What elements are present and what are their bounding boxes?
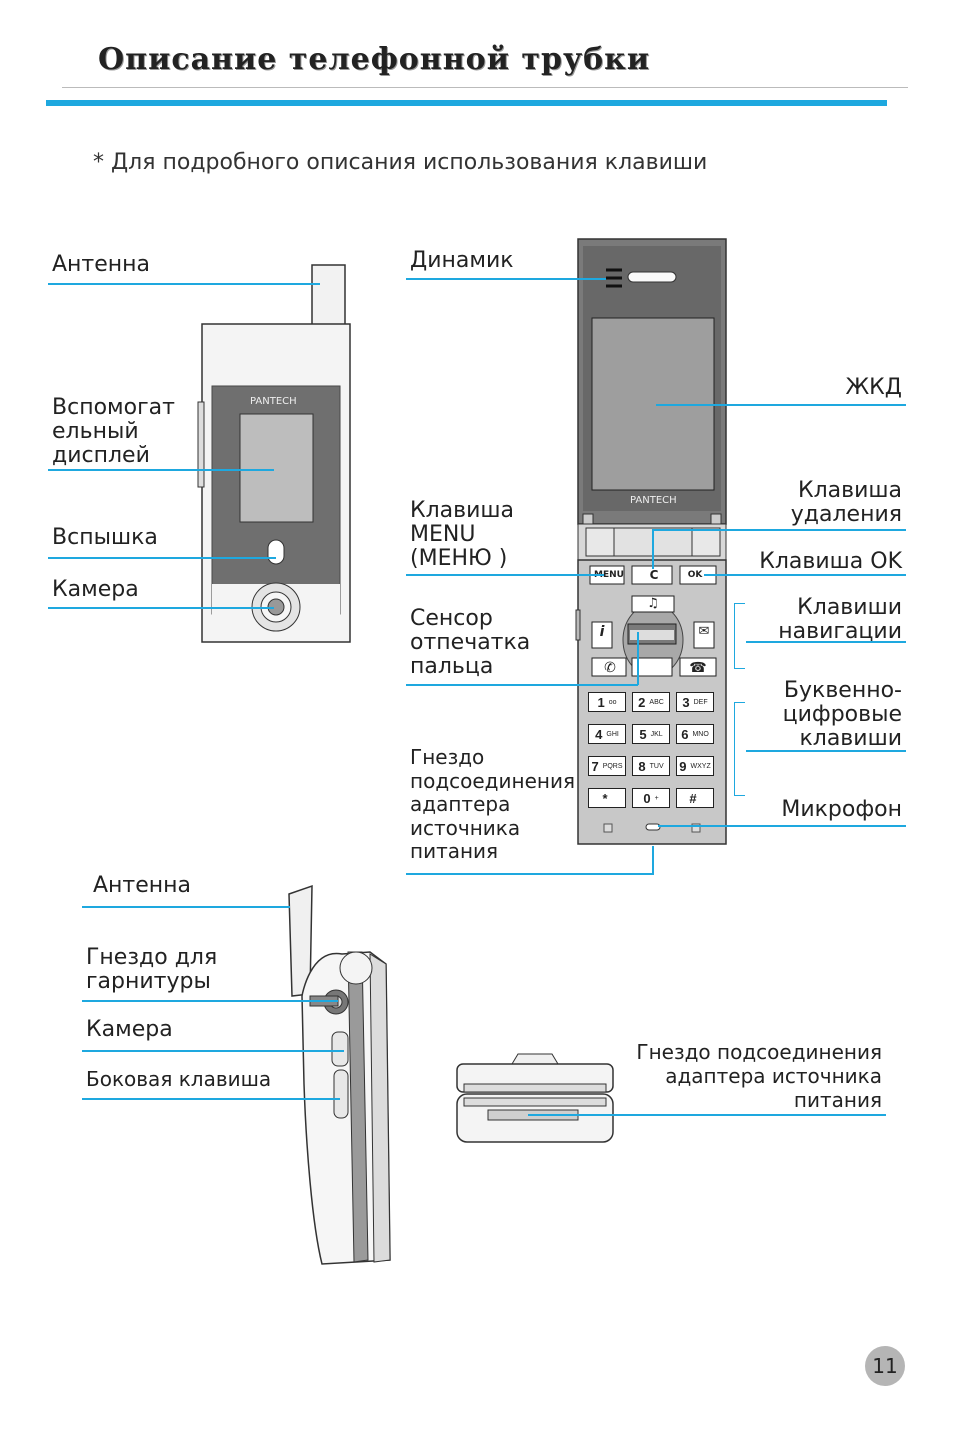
info-key-icon[interactable]: i bbox=[599, 624, 605, 640]
keypad-letters: TUV bbox=[649, 762, 664, 770]
leader-bottom-jack bbox=[528, 1114, 886, 1116]
keypad-digit: # bbox=[689, 790, 697, 806]
label-charger-jack: Гнездо подсоединения адаптера источника … bbox=[410, 745, 575, 863]
end-key-icon[interactable]: ☎ bbox=[689, 660, 707, 676]
keypad-digit: 3 bbox=[682, 694, 690, 710]
keypad-digit: 9 bbox=[679, 758, 687, 774]
label-microphone: Микрофон bbox=[781, 797, 902, 822]
label-clear-key: Клавиша удаления bbox=[790, 478, 902, 527]
keypad-letters: DEF bbox=[693, 698, 708, 706]
phone-side bbox=[288, 884, 391, 1265]
leader-charger-jack-h bbox=[406, 873, 654, 875]
label-camera-side: Камера bbox=[86, 1017, 173, 1042]
keypad-digit: 7 bbox=[591, 758, 599, 774]
label-speaker: Динамик bbox=[410, 248, 514, 273]
leader-alnum-keys bbox=[746, 750, 906, 752]
label-fingerprint: Сенсор отпечатка пальца bbox=[410, 606, 531, 679]
label-side-key: Боковая клавиша bbox=[86, 1067, 272, 1091]
label-alnum-keys: Буквенно- цифровые клавиши bbox=[782, 678, 902, 751]
keypad-digit: 5 bbox=[639, 726, 647, 742]
keypad-letters: + bbox=[654, 794, 659, 802]
phone-front-closed bbox=[197, 264, 351, 643]
keypad-digit: * bbox=[602, 790, 608, 806]
keypad-letters: PQRS bbox=[602, 762, 623, 770]
send-key-icon[interactable]: ✆ bbox=[604, 660, 616, 676]
keypad-letters: oo bbox=[608, 698, 617, 706]
ok-key[interactable]: OK bbox=[687, 570, 703, 580]
leader-headset-jack bbox=[82, 1000, 338, 1002]
label-flash: Вспышка bbox=[52, 525, 158, 550]
clear-key[interactable]: C bbox=[649, 568, 659, 582]
label-camera-front: Камера bbox=[52, 577, 139, 602]
keypad-letters: JKL bbox=[650, 730, 663, 738]
keypad-digit: 2 bbox=[638, 694, 646, 710]
leader-camera-front bbox=[48, 607, 274, 609]
label-sub-display: Вспомогат ельный дисплей bbox=[52, 395, 175, 468]
label-nav-keys: Клавиши навигации bbox=[778, 595, 902, 644]
leader-menu-key bbox=[406, 574, 604, 576]
leader-clear-key-h bbox=[652, 529, 906, 531]
bracket-nav-keys bbox=[734, 603, 745, 669]
keypad-letters: WXYZ bbox=[690, 762, 711, 770]
leader-side-key bbox=[82, 1098, 340, 1100]
bracket-alnum-keys bbox=[734, 702, 745, 796]
message-key-icon[interactable]: ✉ bbox=[698, 624, 710, 639]
music-key-icon[interactable]: ♫ bbox=[647, 596, 659, 611]
leader-camera-side bbox=[82, 1050, 344, 1052]
label-bottom-jack: Гнездо подсоединения адаптера источника … bbox=[636, 1040, 882, 1112]
label-antenna-side: Антенна bbox=[93, 873, 192, 898]
keypad-letters: MNO bbox=[692, 730, 709, 738]
keypad-digit: 0 bbox=[643, 790, 651, 806]
leader-antenna-side bbox=[82, 906, 290, 908]
keypad-digit: 1 bbox=[597, 694, 605, 710]
leader-fingerprint-h bbox=[406, 684, 638, 686]
front-brand-label: PANTECH bbox=[250, 396, 297, 407]
leader-speaker bbox=[406, 278, 606, 280]
label-antenna-front: Антенна bbox=[52, 252, 151, 277]
menu-key[interactable]: MENU bbox=[594, 570, 624, 580]
leader-microphone bbox=[658, 825, 906, 827]
page-number: 11 bbox=[865, 1346, 905, 1386]
leader-ok-key bbox=[704, 574, 906, 576]
leader-fingerprint-v bbox=[637, 632, 639, 685]
keypad-letters: ABC bbox=[649, 698, 664, 706]
leader-lcd bbox=[656, 404, 906, 406]
keypad-key[interactable]: * bbox=[588, 788, 626, 808]
leader-flash bbox=[48, 557, 276, 559]
title-rule bbox=[46, 100, 887, 106]
phone-bottom-view bbox=[456, 1053, 614, 1143]
keypad-key[interactable]: 0+ bbox=[632, 788, 670, 808]
leader-clear-key-v bbox=[652, 529, 654, 569]
keypad-digit: 4 bbox=[595, 726, 603, 742]
leader-sub-display bbox=[48, 469, 274, 471]
label-headset-jack: Гнездо для гарнитуры bbox=[86, 945, 218, 994]
label-lcd: ЖКД bbox=[845, 375, 902, 400]
note-text: * Для подробного описания использования … bbox=[93, 150, 708, 175]
label-ok-key: Клавиша OK bbox=[759, 549, 902, 574]
page-title: Описание телефонной трубки bbox=[98, 42, 651, 77]
keypad-digit: 8 bbox=[638, 758, 646, 774]
open-brand-label: PANTECH bbox=[630, 495, 677, 506]
leader-charger-jack-v bbox=[652, 846, 654, 875]
keypad-digit: 6 bbox=[681, 726, 689, 742]
leader-nav-keys bbox=[746, 641, 906, 643]
keypad-letters: GHI bbox=[606, 730, 619, 738]
title-rule-thin bbox=[62, 87, 908, 88]
leader-antenna-front bbox=[48, 283, 320, 285]
keypad-key[interactable]: # bbox=[676, 788, 714, 808]
label-menu-key: Клавиша MENU (МЕНЮ ) bbox=[410, 498, 515, 571]
